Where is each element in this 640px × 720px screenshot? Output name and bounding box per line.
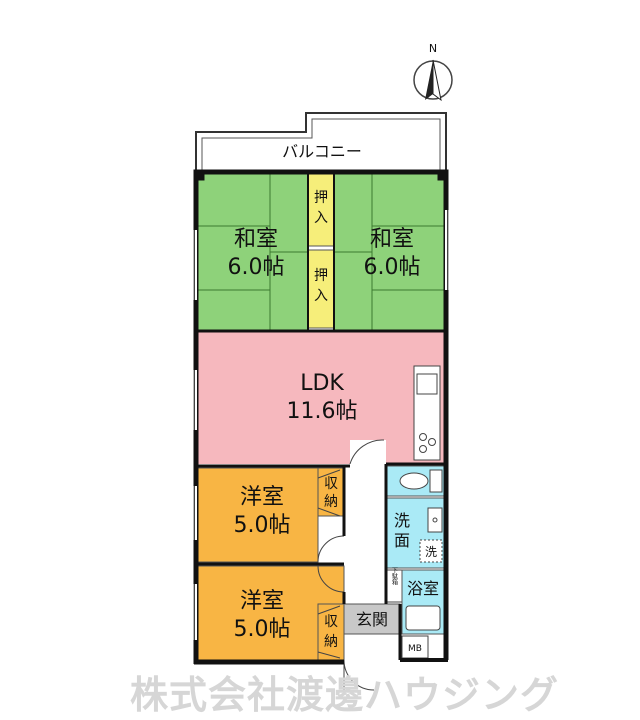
washer-label: 洗 — [425, 545, 437, 559]
room-ldk: LDK 11.6帖 — [198, 332, 444, 465]
entrance-label: 玄関 — [356, 610, 388, 629]
balcony-label: バルコニー — [282, 142, 362, 161]
shoe-box: 下駄箱 — [385, 567, 403, 603]
room-size: 5.0帖 — [234, 513, 291, 538]
room-washitsu-left: 和室 6.0帖 — [197, 173, 309, 331]
room-name: 和室 — [234, 227, 278, 252]
oshiire-top: 押 入 押入 — [307, 173, 335, 247]
compass: N — [413, 42, 453, 102]
shoe-box-label: 下駄箱 — [391, 567, 398, 586]
room-size: 11.6帖 — [287, 399, 358, 424]
hallway — [344, 464, 386, 604]
oshiire-bottom-label-1: 押 — [314, 268, 328, 284]
room-name: 洋室 — [240, 589, 284, 614]
meter-box: MB — [401, 635, 429, 659]
room-name: 和室 — [370, 227, 414, 252]
room-size: 6.0帖 — [228, 255, 285, 280]
entrance: 玄関 — [343, 603, 401, 691]
balcony: バルコニー — [195, 112, 447, 172]
shuno-upper: 収 納 収納 — [317, 467, 345, 563]
room-size: 6.0帖 — [364, 255, 421, 280]
shuno-upper-label-1: 収 — [324, 476, 338, 492]
windows — [195, 210, 447, 640]
shuno-lower: 収 納 収納 — [317, 565, 345, 661]
oshiire-top-label-2: 入 — [314, 210, 328, 226]
stove-icon — [419, 433, 436, 453]
washroom: 洗 面 洗面 洗 — [385, 497, 445, 569]
room-name: LDK — [300, 371, 344, 396]
toilet-icon — [399, 472, 429, 490]
washroom-label-2: 面 — [394, 531, 410, 550]
room-washitsu-right: 和室 6.0帖 — [333, 173, 445, 331]
room-name: 洋室 — [240, 485, 284, 510]
compass-north-label: N — [429, 42, 437, 55]
oshiire-bottom: 押 入 押入 — [307, 249, 335, 329]
company-watermark: 株式会社渡邊ハウジング — [130, 673, 560, 717]
bath-label: 浴室 — [407, 579, 439, 598]
oshiire-top-label-1: 押 — [314, 190, 328, 206]
toilet — [385, 465, 445, 497]
meter-box-label: MB — [408, 644, 422, 654]
bathtub-icon — [405, 605, 441, 631]
room-size: 5.0帖 — [234, 617, 291, 642]
kitchen-sink-icon — [416, 373, 438, 395]
shuno-lower-label-1: 収 — [324, 614, 338, 630]
washbasin-icon — [427, 507, 443, 533]
washroom-label-1: 洗 — [394, 511, 410, 530]
bathroom: 浴室 — [401, 569, 445, 635]
washer-space — [419, 539, 443, 563]
kitchen-counter — [413, 365, 441, 461]
north-arrow-icon — [425, 60, 433, 100]
room-youshitsu-upper: 洋室 5.0帖 — [197, 467, 319, 563]
shuno-lower-label-2: 納 — [324, 634, 338, 650]
oshiire-bottom-label-2: 入 — [314, 288, 328, 304]
shuno-upper-label-2: 納 — [324, 494, 338, 510]
